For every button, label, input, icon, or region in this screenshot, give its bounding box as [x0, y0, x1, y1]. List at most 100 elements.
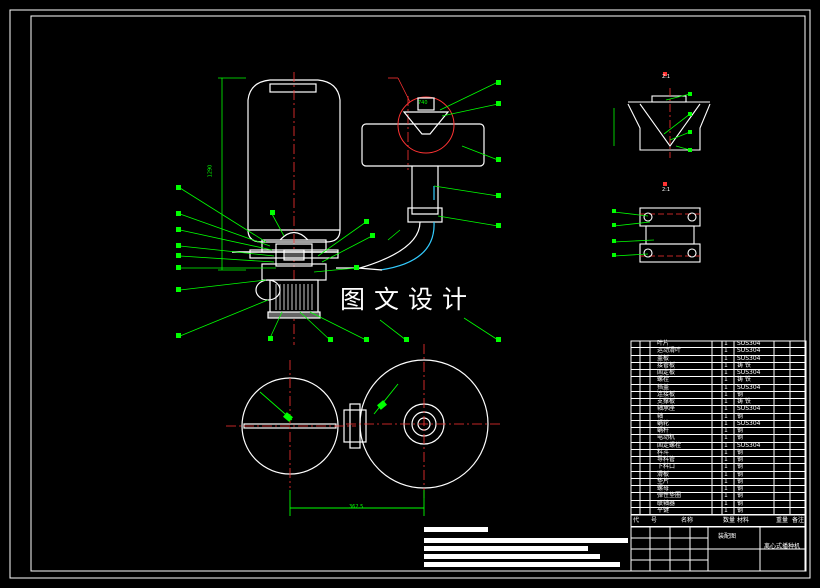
spreader-housing [361, 123, 485, 167]
bom-cell-material: 钢 [737, 506, 744, 514]
bom-cell-material: 钢 [737, 463, 744, 471]
bom-cell-material: SUS304 [737, 441, 761, 449]
detail-b-scale: 2:1 [662, 187, 671, 193]
bom-cell-qty: 1 [724, 448, 728, 456]
hopper-lid [269, 83, 317, 93]
bom-header-weight: 重量 [776, 517, 789, 524]
bom-header-code: 号 [651, 517, 658, 524]
bom-cell-name: 轴 [657, 412, 664, 420]
bom-cell-material: SUS304 [737, 405, 761, 413]
bom-cell-qty: 1 [724, 441, 728, 449]
bom-header-qty: 数量 [723, 517, 736, 524]
bom-header: 代 号 名称 数量材料 重量备注 [631, 515, 806, 527]
bom-cell-name: 支撑板 [657, 398, 676, 405]
top-leaders [259, 383, 425, 516]
bom-cell-material: 钢 [737, 390, 744, 398]
bom-cell-qty: 1 [724, 376, 728, 384]
top-centerlines [226, 344, 500, 500]
bom-cell-name: 挡盖 [657, 383, 670, 391]
chute-flange [407, 207, 443, 223]
detail-a-scale: 2:1 [662, 74, 671, 80]
detail-view-b [639, 207, 701, 263]
bom-cell-material: SUS304 [737, 354, 761, 362]
bom-cell-name: 滑板 [657, 470, 670, 478]
detail-a-leaders [613, 93, 691, 151]
dim-width: 740 [418, 100, 428, 106]
bom-cell-material: 铸 铁 [737, 376, 751, 384]
bom-cell-name: 螺栓 [657, 376, 670, 384]
bom-cell-name: 平键 [657, 506, 670, 514]
front-view [232, 72, 485, 345]
bom-cell-qty: 1 [724, 485, 728, 492]
bom-cell-material: SUS304 [737, 369, 761, 376]
bom-cell-name: 叶片 [657, 340, 670, 347]
detail-b-markers [612, 209, 616, 257]
bom-row: 螺栓 1 铸 铁 [631, 376, 806, 385]
bom-header-name: 名称 [681, 517, 694, 524]
gearbox-housing [275, 243, 313, 267]
bom-cell-name: 运动滑叶 [657, 347, 682, 355]
bom-cell-name: 弹性垫圈 [657, 492, 682, 500]
leader-markers [176, 80, 501, 342]
bom-cell-name: 螺母 [657, 485, 670, 492]
leader-lines [179, 81, 499, 341]
detail-view-a [627, 88, 711, 158]
bom-cell-name: 导料管 [657, 456, 676, 463]
bom-cell-qty: 1 [724, 506, 728, 514]
bom-cell-qty: 1 [724, 347, 728, 355]
bom-cell-name: 连接板 [657, 390, 676, 398]
detail-a-marker [663, 72, 667, 76]
bom-header-material: 材料 [737, 517, 750, 524]
bom-cell-material: 钢 [737, 427, 744, 434]
bom-row: 螺母 1 钢 [631, 485, 806, 494]
bom-cell-name: 下料口 [657, 463, 676, 471]
bom-header-remark: 备注 [792, 517, 805, 524]
bom-cell-material: 钢 [737, 485, 744, 492]
bom-cell-qty: 1 [724, 470, 728, 478]
bom-cell-qty: 1 [724, 390, 728, 398]
top-markers [283, 400, 387, 422]
bom-cell-material: 钢 [737, 412, 744, 420]
bom-cell-material: 钢 [737, 499, 744, 507]
bom-cell-material: SUS304 [737, 347, 761, 355]
bom-header-no: 代 [633, 517, 640, 524]
detail-b-leaders [613, 211, 655, 257]
bom-cell-qty: 1 [724, 361, 728, 369]
delivery-tube-inner [379, 221, 435, 271]
inner-border [30, 15, 806, 572]
bom-cell-qty: 1 [724, 463, 728, 471]
bom-cell-qty: 1 [724, 354, 728, 362]
bom-cell-qty: 1 [724, 419, 728, 427]
bom-cell-name: 联轴器 [657, 499, 676, 507]
bom-cell-material: 钢 [737, 470, 744, 478]
bom-cell-qty: 1 [724, 369, 728, 376]
bom-cell-name: 蜗轮 [657, 419, 670, 427]
dim-height: 1290 [207, 164, 214, 178]
bom-cell-material: 钢 [737, 448, 744, 456]
bom-row: 运动滑叶 1 SUS304 [631, 347, 806, 356]
bom-cell-name: 轴承座 [657, 405, 676, 413]
bom-cell-qty: 1 [724, 427, 728, 434]
bom-cell-qty: 1 [724, 456, 728, 463]
bom-cell-name: 电动机 [657, 434, 676, 442]
bom-cell-name: 垫片 [657, 477, 670, 485]
